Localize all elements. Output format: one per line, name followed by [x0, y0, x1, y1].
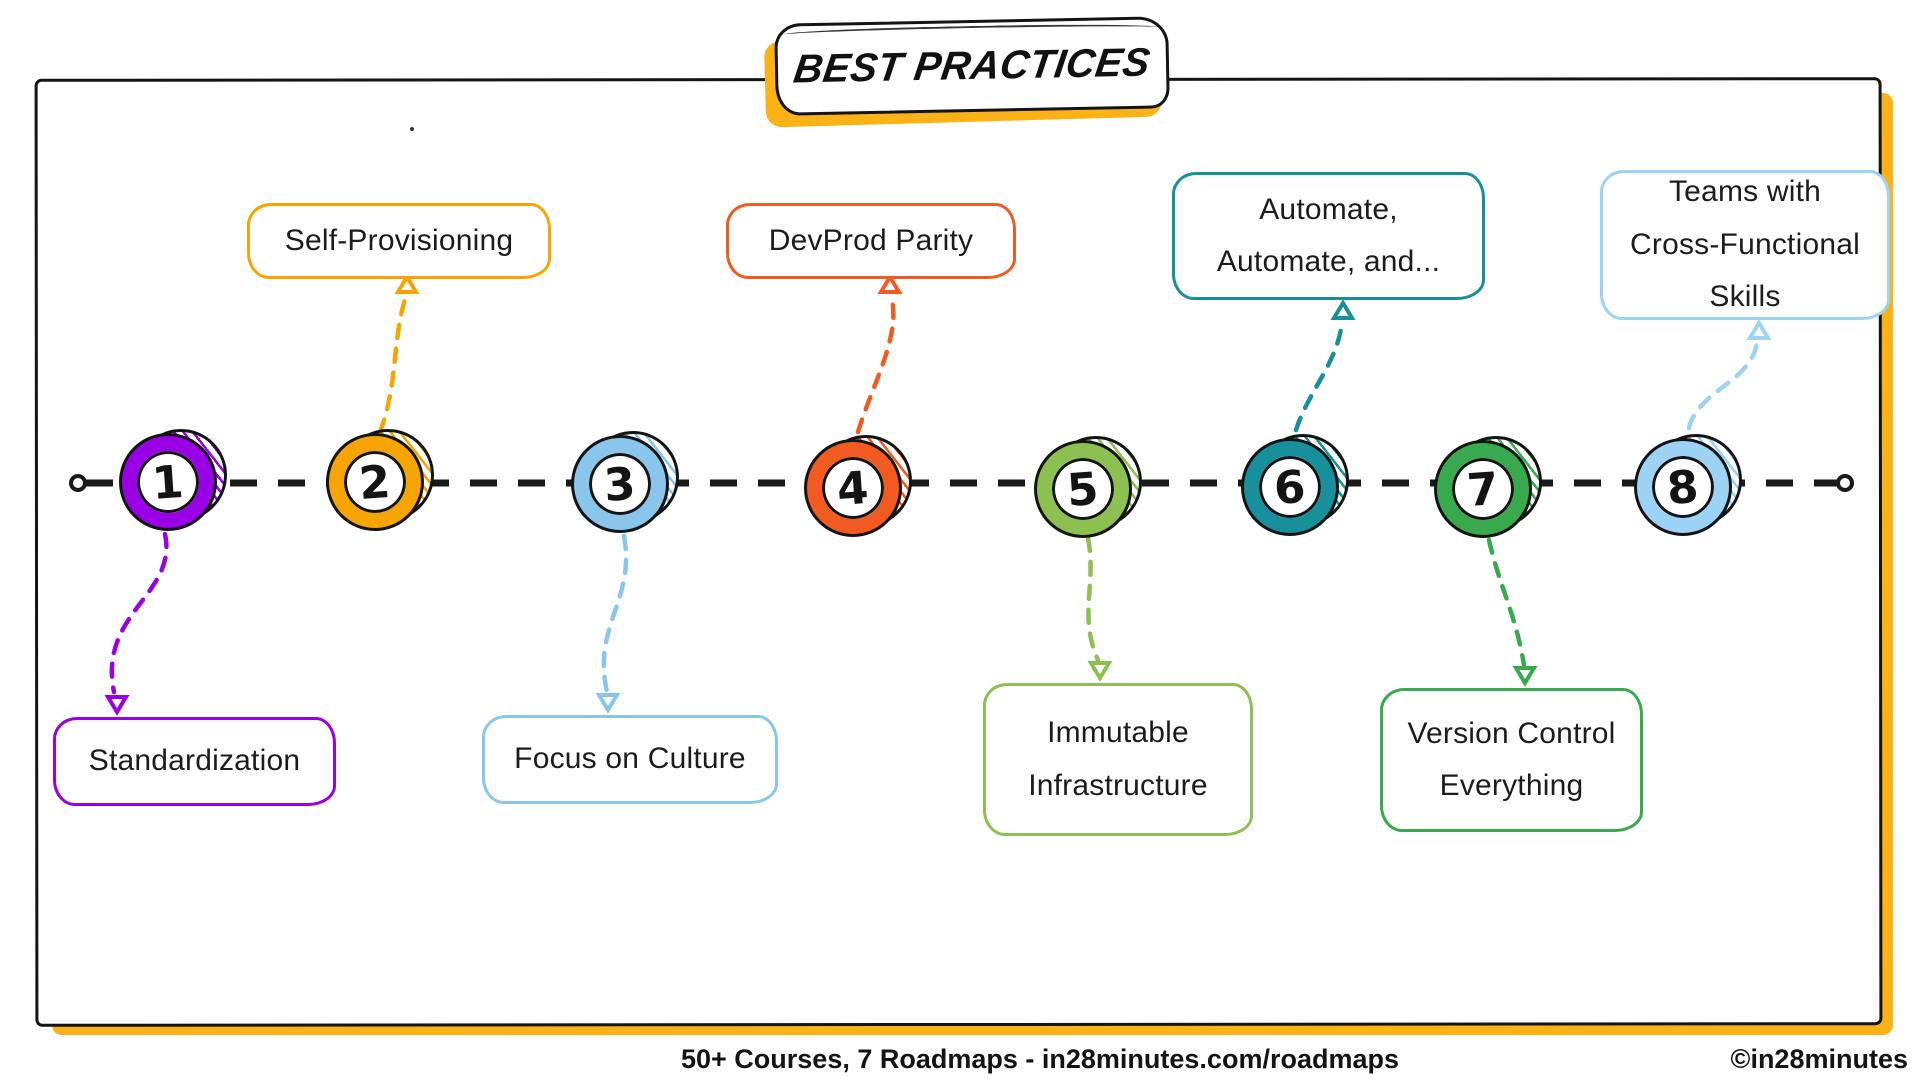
node-number: 1: [150, 454, 186, 510]
footer-credit-text: ©in28minutes: [1730, 1044, 1908, 1074]
node-ring: 3: [574, 438, 666, 530]
arrowhead-icon: [595, 693, 621, 714]
label-box-focus-on-culture: Focus on Culture: [482, 715, 778, 804]
label-box-standardization: Standardization: [53, 717, 336, 806]
connector-line: [1293, 319, 1345, 433]
connector-line: [109, 531, 169, 695]
arrowhead-icon: [1330, 299, 1356, 320]
label-box-version-control: Version Control Everything: [1380, 688, 1643, 832]
label-text: Standardization: [88, 744, 301, 778]
label-box-immutable-infrastructure: Immutable Infrastructure: [983, 683, 1253, 836]
node-number: 8: [1665, 459, 1701, 515]
label-box-self-provisioning: Self-Provisioning: [247, 203, 551, 279]
connector-line: [855, 293, 896, 435]
timeline-node-8: 8: [1637, 434, 1742, 533]
node-ring: 6: [1244, 441, 1336, 533]
timeline-node-7: 7: [1437, 436, 1542, 535]
page-title: BEST PRACTICES: [791, 40, 1154, 91]
arrowhead-icon: [1746, 319, 1772, 340]
label-box-cross-functional-teams: Teams with Cross-Functional Skills: [1600, 170, 1890, 320]
arrowhead-icon: [1087, 661, 1113, 682]
node-ring: 1: [122, 436, 214, 528]
connector-line: [601, 533, 629, 695]
label-box-devprod-parity: DevProd Parity: [726, 203, 1016, 279]
node-number: 6: [1272, 459, 1308, 515]
label-text: Immutable Infrastructure: [1028, 716, 1208, 802]
timeline-node-1: 1: [122, 429, 227, 528]
node-ring: 8: [1637, 441, 1729, 533]
title-banner: BEST PRACTICES: [763, 16, 1170, 128]
label-box-automate: Automate, Automate, and...: [1172, 172, 1485, 300]
timeline-end-dot: [1836, 474, 1854, 492]
node-ring: 7: [1437, 443, 1529, 535]
stray-mark: [410, 127, 414, 131]
connector-line: [1085, 535, 1101, 663]
timeline-node-4: 4: [807, 435, 912, 534]
connector-line: [377, 293, 409, 435]
connector-line: [1486, 537, 1527, 668]
timeline-node-5: 5: [1037, 436, 1142, 535]
timeline-node-2: 2: [329, 429, 434, 528]
node-number: 7: [1465, 461, 1501, 517]
footer-courses-text: 50+ Courses, 7 Roadmaps - in28minutes.co…: [681, 1044, 1399, 1074]
title-box: BEST PRACTICES: [774, 16, 1170, 116]
connector-line: [1686, 339, 1760, 431]
timeline-start-dot: [69, 474, 87, 492]
node-number: 4: [835, 460, 871, 516]
arrowhead-icon: [877, 273, 903, 294]
label-text: DevProd Parity: [768, 223, 974, 257]
label-text: Focus on Culture: [514, 742, 746, 776]
label-text: Self-Provisioning: [284, 223, 514, 257]
arrowhead-icon: [394, 273, 420, 294]
node-number: 2: [357, 454, 393, 510]
timeline-node-3: 3: [574, 431, 679, 530]
arrowhead-icon: [1512, 666, 1538, 687]
timeline-node-6: 6: [1244, 434, 1349, 533]
label-text: Teams with Cross-Functional Skills: [1630, 175, 1860, 314]
node-ring: 2: [329, 436, 421, 528]
node-number: 5: [1065, 461, 1101, 517]
node-number: 3: [602, 456, 638, 512]
label-text: Automate, Automate, and...: [1216, 192, 1441, 279]
node-ring: 4: [807, 442, 899, 534]
node-ring: 5: [1037, 443, 1129, 535]
label-text: Version Control Everything: [1407, 716, 1616, 803]
arrowhead-icon: [104, 695, 130, 716]
